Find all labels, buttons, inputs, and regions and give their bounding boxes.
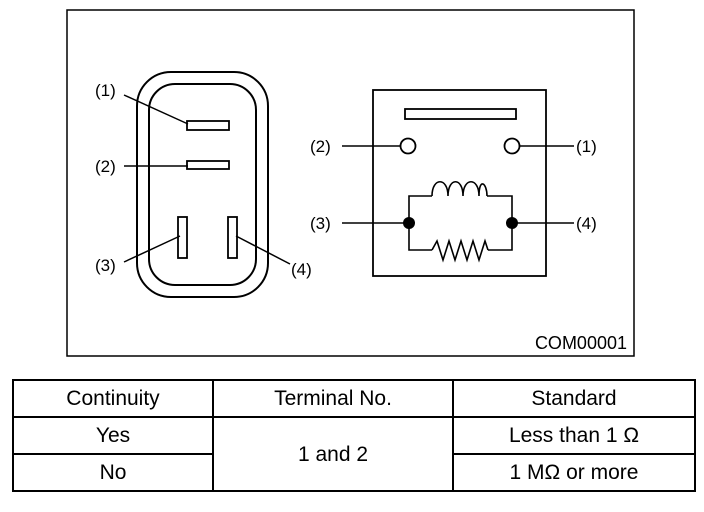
table-row: No 1 MΩ or more [12, 453, 696, 492]
header-standard: Standard [452, 379, 696, 418]
header-terminal-no: Terminal No. [212, 379, 454, 418]
relay-coil [431, 180, 488, 197]
leader-line-4 [235, 235, 291, 265]
continuity-table: Continuity Terminal No. Standard Yes 1 a… [12, 379, 696, 492]
connector-terminal-1 [186, 120, 230, 131]
relay-resistor [431, 238, 489, 263]
relay-body [372, 89, 547, 277]
connector-terminal-2 [186, 160, 230, 170]
header-continuity: Continuity [12, 379, 214, 418]
connector-label-2: (2) [95, 157, 116, 176]
relay-terminal-2 [399, 137, 417, 155]
connector-label-4: (4) [291, 260, 312, 279]
relay-schematic: (2) (1) (3) (4) [310, 89, 597, 277]
connector-label-3: (3) [95, 256, 116, 275]
cell-continuity: Yes [12, 416, 214, 455]
cell-standard: Less than 1 Ω [452, 416, 696, 455]
relay-label-4: (4) [576, 214, 597, 233]
relay-label-2: (2) [310, 137, 331, 156]
figure-frame [66, 9, 635, 357]
figure-code: COM00001 [535, 333, 627, 353]
connector-terminal-3 [177, 216, 188, 259]
relay-diagram: (1) (2) (3) (4) (2) (1) (3) (4) COM00001 [66, 9, 635, 357]
relay-label-3: (3) [310, 214, 331, 233]
connector-inner-outline [148, 83, 257, 286]
table-header-row: Continuity Terminal No. Standard [12, 379, 696, 418]
connector-diagram: (1) (2) (3) (4) [95, 71, 312, 298]
relay-contact-bar [404, 108, 517, 120]
relay-terminal-1 [503, 137, 521, 155]
leader-line-1 [123, 94, 189, 125]
connector-terminal-4 [227, 216, 238, 259]
connector-outer-outline [136, 71, 269, 298]
cell-continuity: No [12, 453, 214, 492]
leader-line-3 [123, 235, 181, 263]
table-row: Yes 1 and 2 Less than 1 Ω [12, 416, 696, 492]
cell-terminal-no: 1 and 2 [212, 416, 454, 492]
connector-label-1: (1) [95, 81, 116, 100]
relay-label-1: (1) [576, 137, 597, 156]
cell-standard: 1 MΩ or more [452, 453, 696, 492]
